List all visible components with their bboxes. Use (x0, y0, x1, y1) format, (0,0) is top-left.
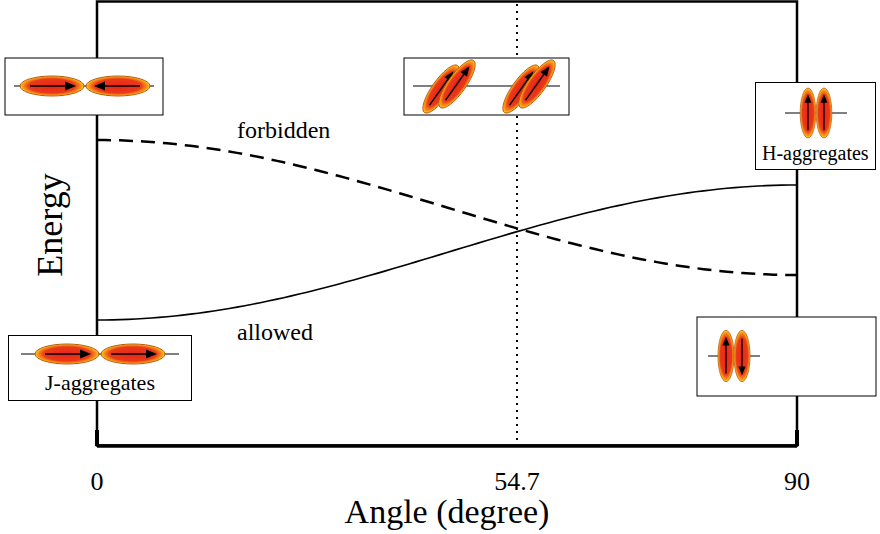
tick-label: 54.7 (494, 469, 540, 495)
tick-label: 90 (784, 469, 810, 495)
level-label: allowed (237, 320, 313, 344)
inset-antiparallel (697, 317, 876, 396)
axis-title: Energy (32, 173, 68, 276)
tick (795, 430, 799, 446)
aggregate-label: J-aggregates (45, 372, 155, 394)
allowed-curve (97, 185, 797, 320)
inset-magic-angle (404, 55, 569, 117)
parallel-dipoles (781, 87, 851, 139)
aggregate-label: H-aggregates (762, 143, 869, 163)
forbidden-curve (97, 140, 797, 275)
head-to-tail-dipoles (15, 340, 185, 368)
x-axis (97, 444, 797, 448)
plot-frame (97, 2, 797, 446)
inset-head-to-head (5, 58, 163, 115)
level-label: forbidden (237, 118, 330, 142)
tick (95, 430, 99, 446)
h-aggregate-box: H-aggregates (755, 82, 876, 170)
j-aggregate-box: J-aggregates (8, 335, 192, 401)
tick-label: 0 (91, 469, 104, 495)
axis-title: Angle (degree) (345, 495, 550, 529)
